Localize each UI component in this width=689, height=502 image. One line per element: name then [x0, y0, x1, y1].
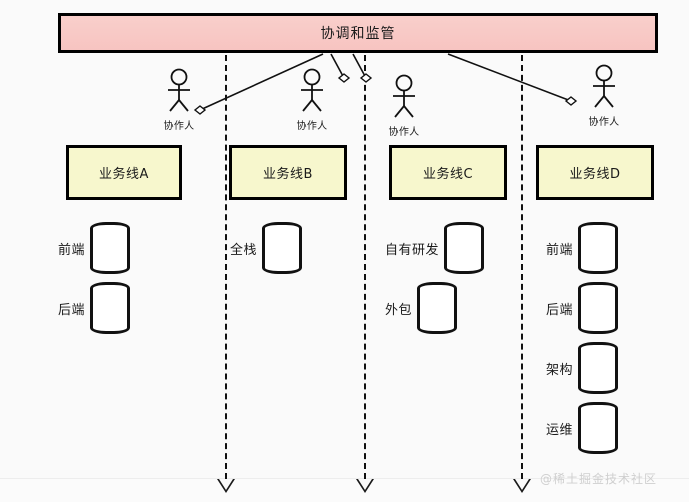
role-row-a-1[interactable]: 后端 [58, 282, 131, 334]
role-label-a-1: 后端 [58, 302, 86, 318]
role-barrel-icon [578, 342, 619, 394]
role-barrel-icon [578, 402, 619, 454]
role-label-c-1: 外包 [385, 302, 413, 318]
actor-label-1: 协作人 [296, 121, 328, 132]
role-row-d-3[interactable]: 运维 [546, 402, 619, 454]
actor-label-3: 协作人 [588, 117, 620, 128]
swimlane-divider-3 [521, 55, 523, 479]
watermark: @稀土掘金技术社区 [540, 472, 658, 486]
stick-figure-icon [593, 64, 615, 108]
business-line-box-a[interactable]: 业务线A [66, 145, 182, 200]
business-line-label-c: 业务线C [422, 167, 474, 182]
role-label-d-3: 运维 [546, 422, 574, 438]
role-row-c-1[interactable]: 外包 [385, 282, 458, 334]
actor-3[interactable]: 协作人 [581, 64, 627, 128]
actor-1[interactable]: 协作人 [289, 68, 335, 132]
stick-figure-icon [393, 74, 415, 118]
role-row-d-2[interactable]: 架构 [546, 342, 619, 394]
role-barrel-icon [578, 222, 619, 274]
coordination-header-box[interactable]: 协调和监管 [58, 13, 658, 53]
stick-figure-icon [301, 68, 323, 112]
role-row-d-0[interactable]: 前端 [546, 222, 619, 274]
actor-0[interactable]: 协作人 [156, 68, 202, 132]
role-row-c-0[interactable]: 自有研发 [385, 222, 485, 274]
role-barrel-icon [90, 282, 131, 334]
role-row-a-0[interactable]: 前端 [58, 222, 131, 274]
role-row-d-1[interactable]: 后端 [546, 282, 619, 334]
business-line-box-d[interactable]: 业务线D [536, 145, 654, 200]
role-label-d-1: 后端 [546, 302, 574, 318]
role-label-c-0: 自有研发 [385, 242, 440, 258]
role-barrel-icon [417, 282, 458, 334]
role-label-d-0: 前端 [546, 242, 574, 258]
role-barrel-icon [90, 222, 131, 274]
business-line-box-b[interactable]: 业务线B [229, 145, 347, 200]
business-line-box-c[interactable]: 业务线C [389, 145, 507, 200]
swimlane-arrow-1 [217, 479, 235, 493]
business-line-label-d: 业务线D [569, 167, 621, 182]
swimlane-arrow-2 [356, 479, 374, 493]
role-barrel-icon [578, 282, 619, 334]
swimlane-divider-2 [364, 55, 366, 479]
actor-2[interactable]: 协作人 [381, 74, 427, 138]
role-label-d-2: 架构 [546, 362, 574, 378]
business-line-label-a: 业务线A [99, 167, 149, 182]
actor-label-0: 协作人 [163, 121, 195, 132]
role-row-b-0[interactable]: 全栈 [230, 222, 303, 274]
business-line-label-b: 业务线B [263, 167, 313, 182]
stick-figure-icon [168, 68, 190, 112]
coordination-header-label: 协调和监管 [320, 26, 396, 42]
role-barrel-icon [444, 222, 485, 274]
role-label-a-0: 前端 [58, 242, 86, 258]
role-barrel-icon [262, 222, 303, 274]
actor-label-2: 协作人 [388, 127, 420, 138]
role-label-b-0: 全栈 [230, 242, 258, 258]
swimlane-divider-1 [225, 55, 227, 479]
swimlane-arrow-3 [513, 479, 531, 493]
